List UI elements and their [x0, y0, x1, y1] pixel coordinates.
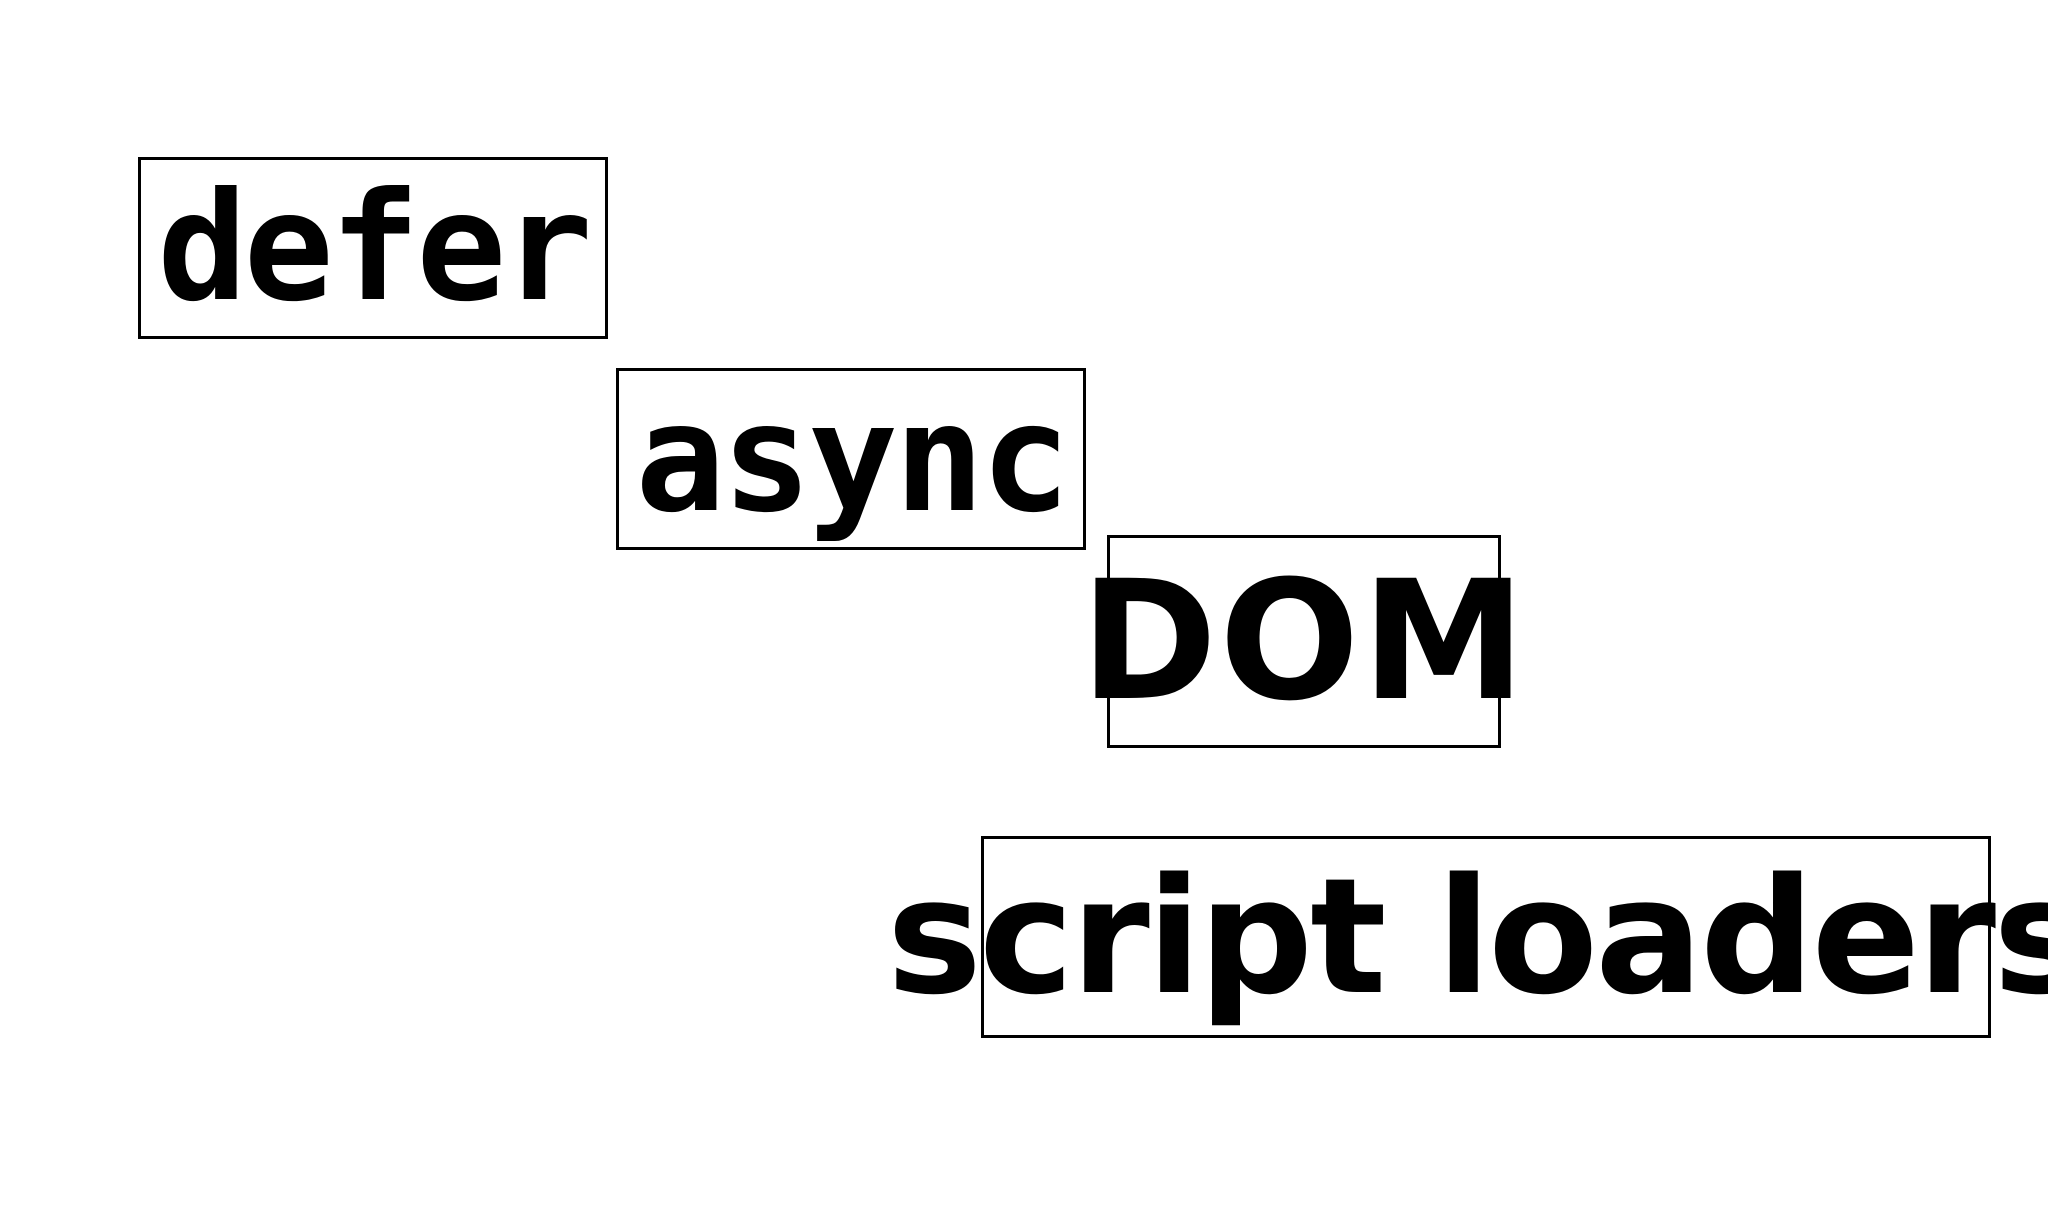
- term-label-defer: defer: [157, 161, 593, 335]
- term-box-defer: defer: [138, 157, 608, 339]
- term-box-dom: DOM: [1080, 535, 1526, 748]
- term-label-async: async: [635, 372, 1071, 546]
- term-box-script-loaders: script loaders: [887, 836, 2048, 1038]
- term-label-script-loaders: script loaders: [886, 843, 2048, 1030]
- term-box-async: async: [616, 368, 1086, 550]
- term-label-dom: DOM: [1080, 545, 1528, 737]
